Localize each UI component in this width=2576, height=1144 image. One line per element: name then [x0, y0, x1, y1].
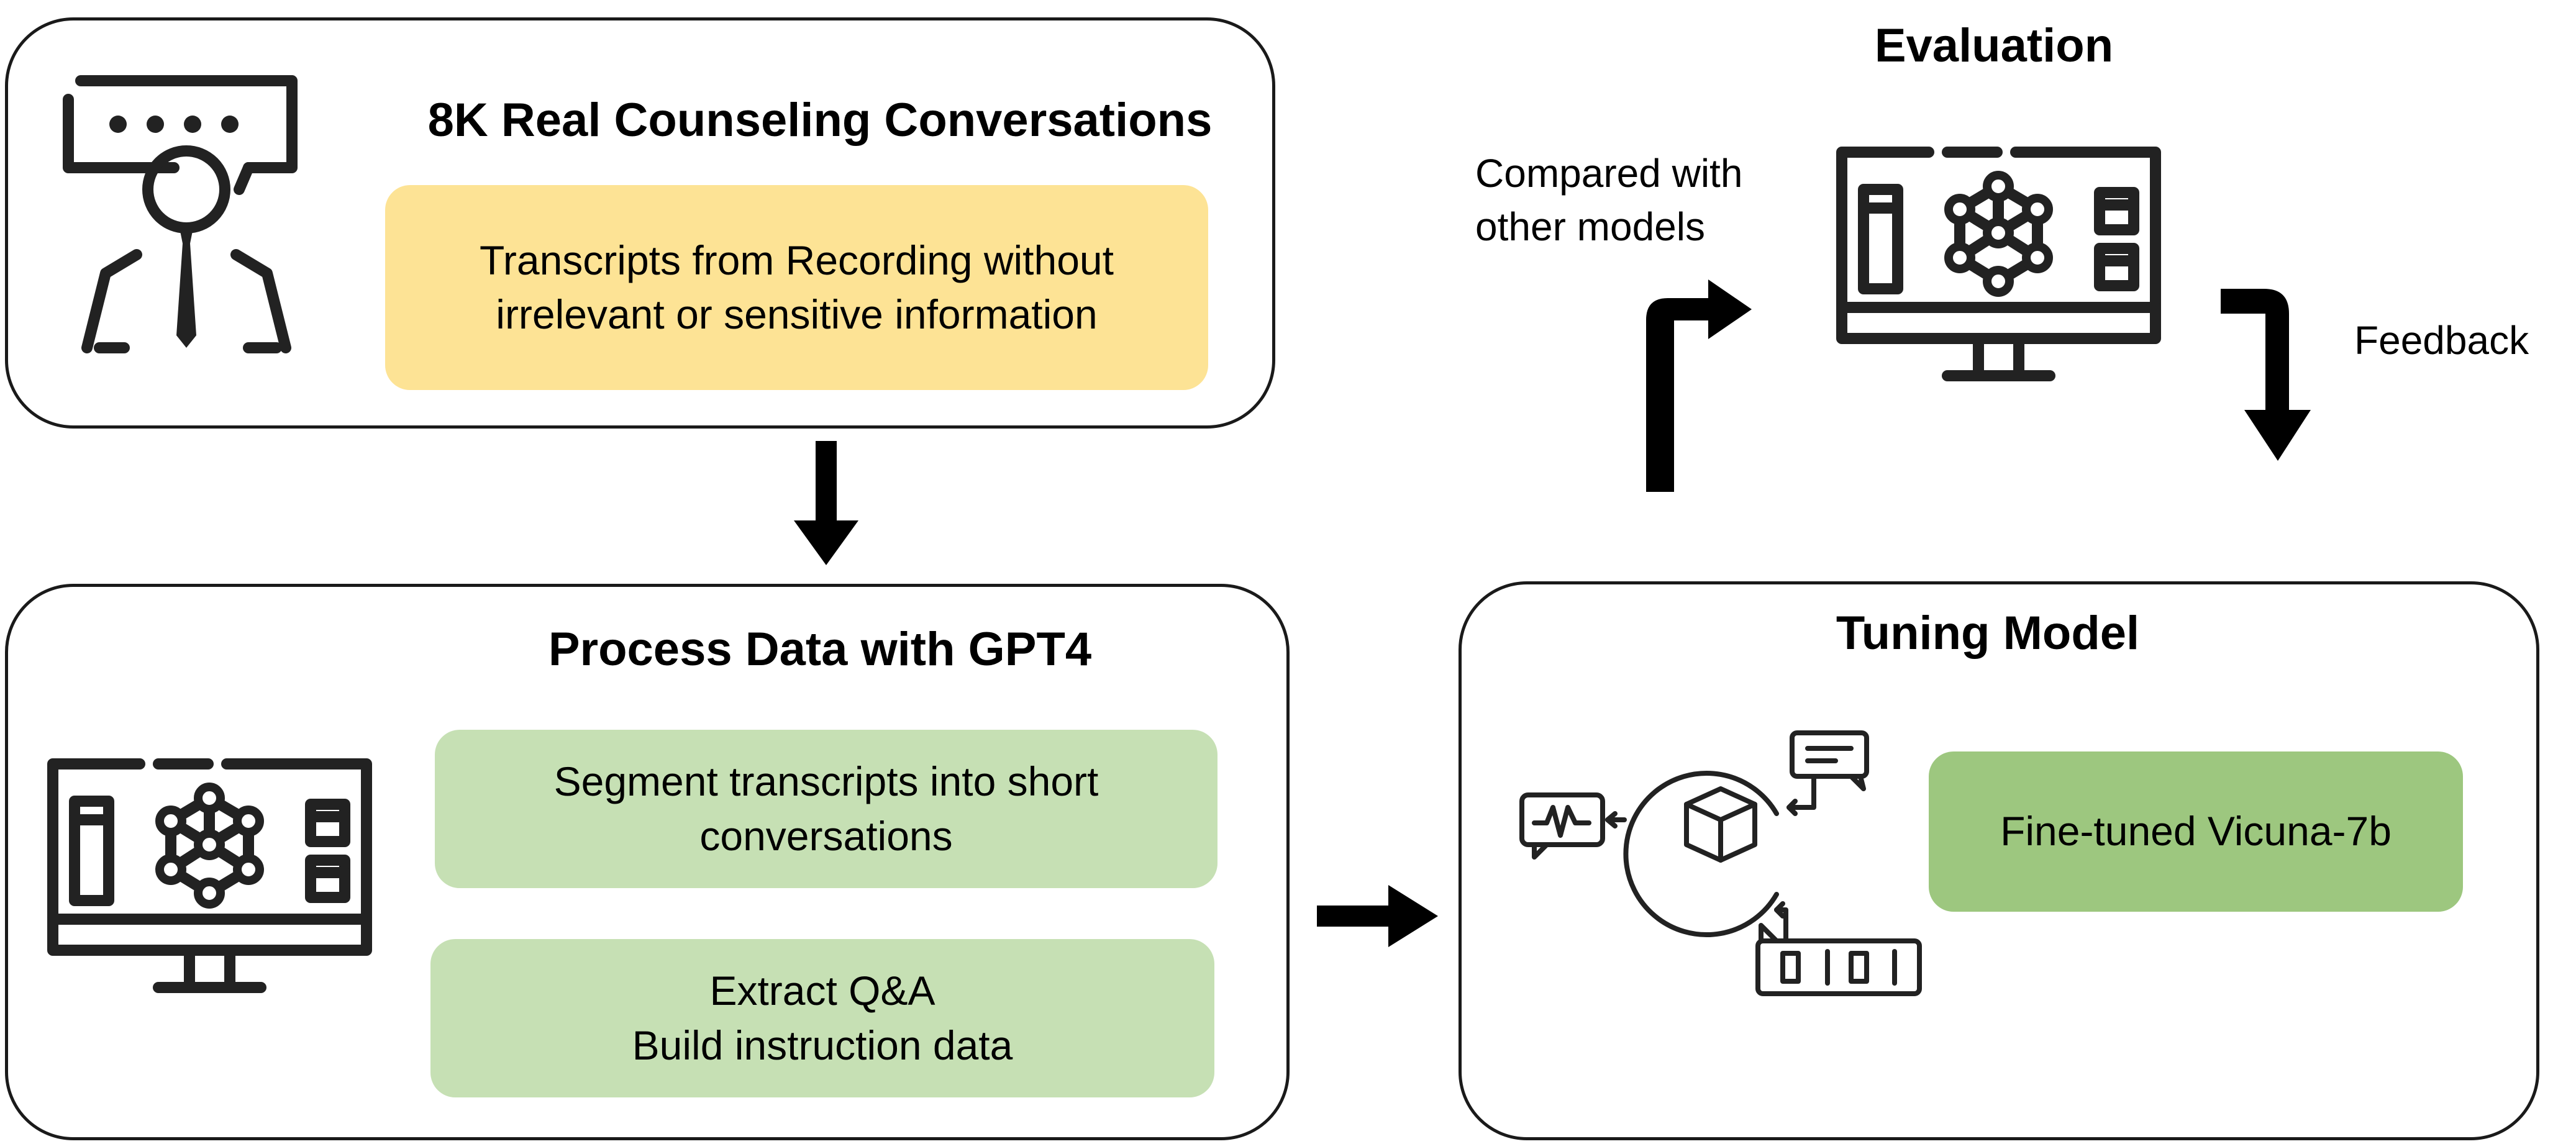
model-box: Fine-tuned Vicuna-7b	[1929, 751, 2463, 912]
extract-step-line-2: Build instruction data	[632, 1022, 1013, 1068]
arrow-right	[1317, 885, 1438, 947]
transcripts-note: Transcripts from Recording without irrel…	[385, 185, 1208, 390]
evaluation-monitor-icon	[1836, 147, 2161, 381]
extract-step-line-1: Extract Q&A	[709, 968, 935, 1014]
monitor-network-icon	[47, 758, 372, 993]
segment-step: Segment transcripts into short conversat…	[435, 730, 1217, 888]
feedback-label: Feedback	[2354, 318, 2529, 363]
model-cycle-icon	[1519, 730, 1922, 996]
tuning-title: Tuning Model	[1836, 607, 2140, 660]
transcripts-note-line-2: irrelevant or sensitive information	[496, 291, 1098, 337]
compare-line-1: Compared with	[1475, 151, 1743, 196]
extract-step: Extract Q&A Build instruction data	[430, 939, 1214, 1097]
arrow-down	[794, 441, 858, 565]
model-label: Fine-tuned Vicuna-7b	[2000, 808, 2392, 855]
compare-label: Compared with other models	[1475, 147, 1742, 254]
segment-step-line-1: Segment transcripts into short	[553, 758, 1099, 805]
compare-line-2: other models	[1475, 204, 1705, 250]
process-title: Process Data with GPT4	[548, 623, 1092, 676]
arrow-up-right	[1646, 279, 1752, 492]
counselor-icon	[63, 75, 298, 353]
segment-step-line-2: conversations	[699, 812, 953, 859]
arrow-right-down	[2221, 289, 2311, 461]
conversations-title: 8K Real Counseling Conversations	[427, 94, 1213, 147]
evaluation-title: Evaluation	[1874, 19, 2114, 72]
transcripts-note-line-1: Transcripts from Recording without	[480, 237, 1114, 283]
